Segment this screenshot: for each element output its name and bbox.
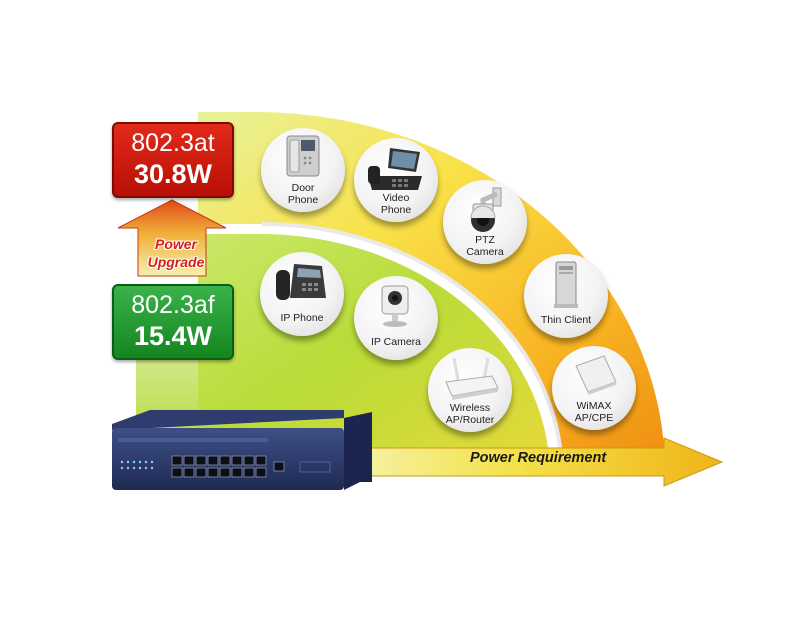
thin-client-label: Thin Client bbox=[540, 314, 592, 326]
power-requirement-label: Power Requirement bbox=[470, 450, 607, 466]
power-upgrade-label-line2: Upgrade bbox=[147, 254, 205, 270]
ptz-camera-icon bbox=[470, 187, 502, 232]
device-wireless-router: Wireless AP/Router bbox=[428, 348, 512, 432]
device-door-phone: Door Phone bbox=[261, 128, 345, 212]
door-phone-label-line1: Door bbox=[291, 182, 315, 194]
device-wimax: WiMAX AP/CPE bbox=[552, 346, 636, 430]
ip-camera-icon bbox=[381, 285, 409, 327]
badge-af-standard: 802.3af bbox=[131, 291, 215, 319]
device-ip-camera: IP Camera bbox=[354, 276, 438, 360]
ip-phone-icon bbox=[276, 264, 326, 300]
wimax-icon bbox=[575, 355, 617, 395]
door-phone-icon bbox=[286, 135, 320, 177]
badge-at-standard: 802.3at bbox=[131, 129, 215, 157]
door-phone-label-line2: Phone bbox=[287, 194, 319, 206]
badge-at-power: 30.8W bbox=[133, 159, 213, 189]
wireless-router-label-line2: AP/Router bbox=[445, 414, 495, 426]
wireless-router-label-line1: Wireless bbox=[449, 402, 491, 414]
ptz-camera-label-line2: Camera bbox=[466, 246, 504, 258]
power-upgrade-label-line1: Power bbox=[154, 236, 197, 252]
ip-phone-label: IP Phone bbox=[280, 312, 324, 324]
ptz-camera-label-line1: PTZ bbox=[475, 234, 495, 246]
video-phone-label-line2: Phone bbox=[380, 204, 412, 216]
device-thin-client: Thin Client bbox=[524, 254, 608, 338]
video-phone-icon bbox=[368, 148, 422, 190]
ip-camera-label: IP Camera bbox=[371, 336, 421, 348]
badge-802-3af: 802.3af 15.4W bbox=[112, 284, 234, 360]
poe-switch bbox=[112, 410, 372, 490]
device-ptz-camera: PTZ Camera bbox=[443, 180, 527, 264]
wimax-label-line1: WiMAX bbox=[576, 400, 612, 412]
power-upgrade-arrow bbox=[117, 199, 227, 277]
badge-af-power: 15.4W bbox=[133, 321, 213, 351]
video-phone-label-line1: Video bbox=[382, 192, 410, 204]
device-ip-phone: IP Phone bbox=[260, 252, 344, 336]
badge-802-3at: 802.3at 30.8W bbox=[112, 122, 234, 198]
wireless-router-icon bbox=[445, 357, 499, 400]
thin-client-icon bbox=[554, 261, 578, 308]
device-video-phone: Video Phone bbox=[354, 138, 438, 222]
wimax-label-line2: AP/CPE bbox=[574, 412, 614, 424]
